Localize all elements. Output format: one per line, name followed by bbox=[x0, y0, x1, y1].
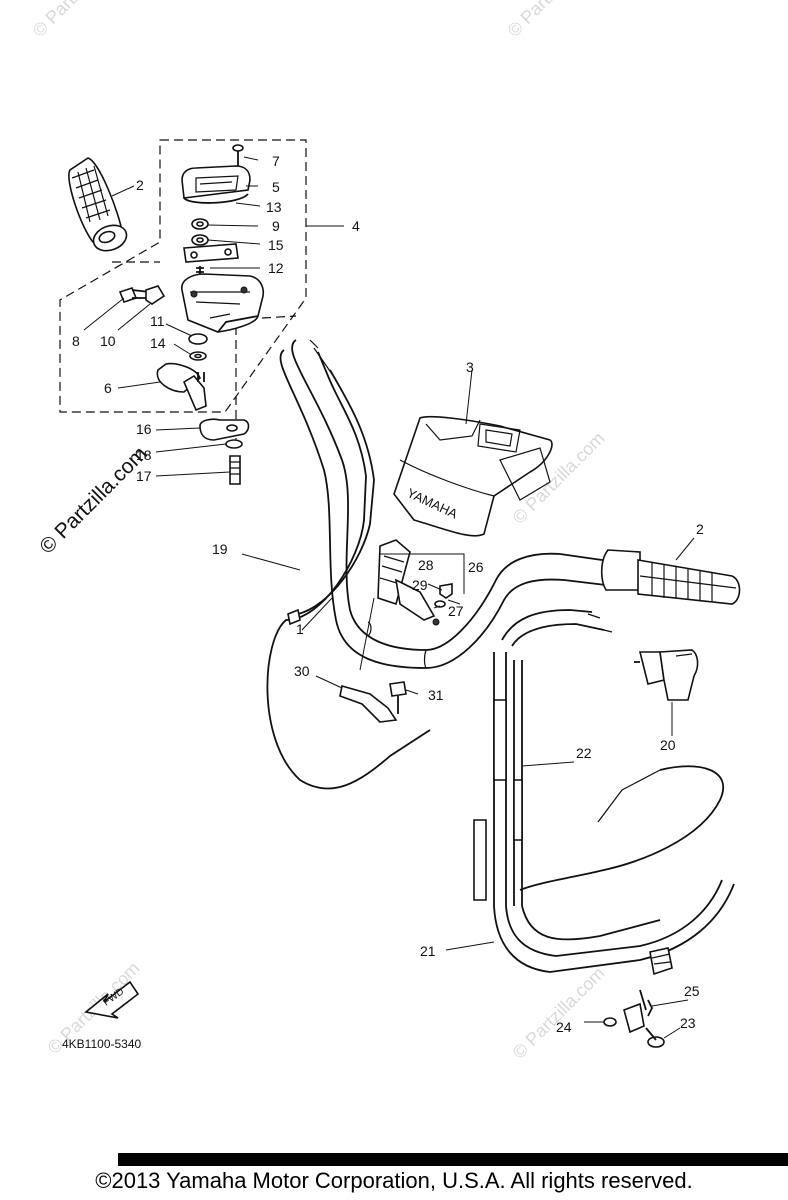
screw-28 bbox=[439, 583, 453, 599]
cable-21 bbox=[473, 765, 735, 973]
callout-13: 13 bbox=[266, 199, 282, 215]
callout-30: 30 bbox=[294, 663, 310, 679]
callout-23: 23 bbox=[680, 1015, 696, 1031]
throttle-lever bbox=[156, 362, 207, 412]
callout-9: 9 bbox=[272, 218, 280, 234]
callout-8: 8 bbox=[72, 333, 80, 349]
cable-adjuster bbox=[623, 947, 673, 1034]
callout-11: 11 bbox=[150, 313, 165, 329]
washer-14-hole bbox=[194, 353, 202, 359]
callout-22: 22 bbox=[576, 745, 592, 761]
bolt-31 bbox=[389, 681, 407, 714]
footer-bar bbox=[0, 1153, 788, 1166]
callout-28: 28 bbox=[418, 557, 434, 573]
left-grip bbox=[68, 157, 128, 252]
callout-5: 5 bbox=[272, 179, 280, 195]
copyright-notice: ©2013 Yamaha Motor Corporation, U.S.A. A… bbox=[95, 1168, 693, 1193]
cable-22 bbox=[493, 609, 613, 906]
clamp-16 bbox=[199, 418, 250, 441]
callout-29: 29 bbox=[412, 577, 428, 593]
callout-7: 7 bbox=[272, 153, 280, 169]
drawing-code: 4KB1100-5340 bbox=[62, 1037, 142, 1051]
pin-23 bbox=[645, 1027, 665, 1048]
bracket-30 bbox=[339, 684, 398, 723]
callout-24: 24 bbox=[556, 1019, 572, 1035]
callout-15: 15 bbox=[268, 237, 284, 253]
callout-20: 20 bbox=[660, 737, 676, 753]
callout-25: 25 bbox=[684, 983, 700, 999]
cable-dash-line bbox=[261, 315, 297, 319]
right-grip bbox=[600, 549, 741, 605]
washer-24 bbox=[603, 1017, 617, 1027]
watermark: © Partzilla.com bbox=[29, 0, 129, 41]
callout-21: 21 bbox=[420, 943, 436, 959]
switch-cover bbox=[181, 144, 251, 204]
callout-2-left: 2 bbox=[136, 177, 144, 193]
switch-assembly-outline bbox=[59, 139, 307, 413]
switch-washers bbox=[183, 218, 239, 276]
bolt-and-nut bbox=[118, 285, 166, 305]
callout-26: 26 bbox=[468, 559, 484, 575]
callout-1: 1 bbox=[296, 621, 304, 637]
callout-3: 3 bbox=[466, 359, 474, 375]
bolt-17 bbox=[229, 455, 241, 485]
callout-10: 10 bbox=[100, 333, 116, 349]
clip-25 bbox=[647, 999, 654, 1017]
watermark-dark: © Partzilla.com bbox=[35, 442, 151, 558]
washer-11 bbox=[188, 333, 208, 345]
watermark: © Partzilla.com bbox=[509, 963, 609, 1063]
callout-31: 31 bbox=[428, 687, 444, 703]
callout-12: 12 bbox=[268, 260, 284, 276]
watermark: © Partzilla.com bbox=[504, 0, 604, 41]
callout-17: 17 bbox=[136, 468, 152, 484]
switch-20 bbox=[634, 649, 699, 701]
footer-bar-gap bbox=[0, 1153, 118, 1166]
callout-18: 18 bbox=[136, 447, 152, 463]
cable-19 bbox=[266, 339, 431, 790]
callout-27: 27 bbox=[448, 603, 464, 619]
callout-19: 19 bbox=[212, 541, 228, 557]
washer-29 bbox=[434, 600, 446, 608]
callout-6: 6 bbox=[104, 380, 112, 396]
callout-2-right: 2 bbox=[696, 521, 704, 537]
callout-4: 4 bbox=[352, 218, 360, 234]
callout-16: 16 bbox=[136, 421, 152, 437]
washer-18 bbox=[225, 439, 243, 449]
handlebar-cover: YAMAHA bbox=[393, 415, 553, 537]
brake-lever-switch bbox=[377, 539, 440, 626]
leader-lines bbox=[83, 156, 695, 1039]
callout-14: 14 bbox=[150, 335, 166, 351]
switch-lower-housing bbox=[181, 273, 265, 333]
handlebar bbox=[279, 339, 617, 669]
